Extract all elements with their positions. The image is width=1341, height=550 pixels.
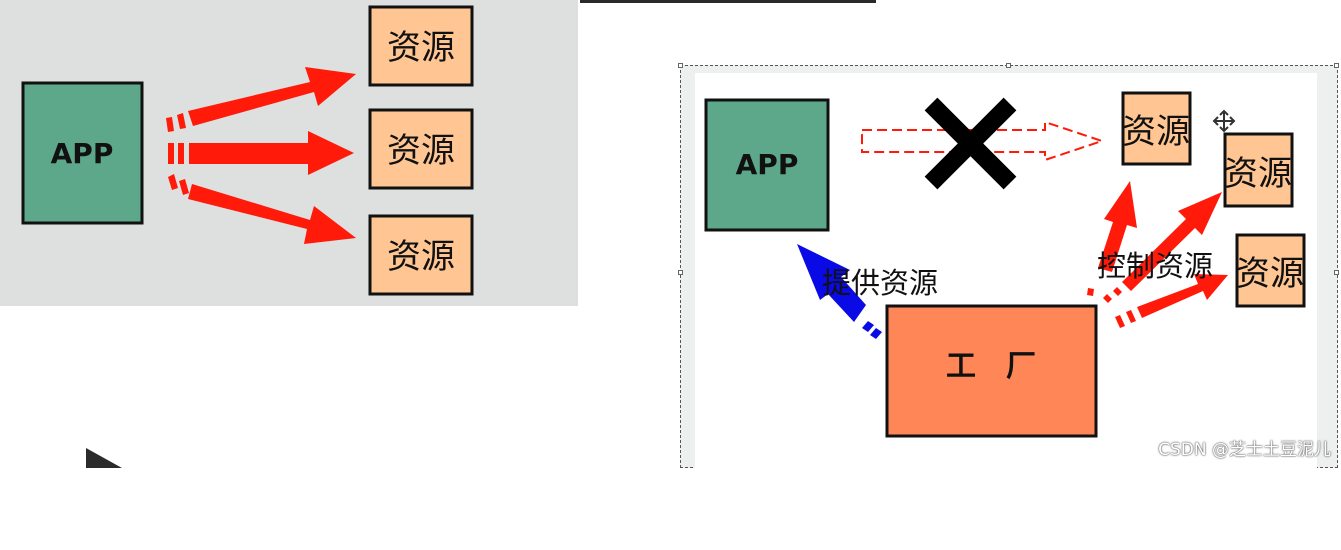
right-resource-box-1 [1121, 91, 1192, 166]
provide-blue-arrow [797, 244, 882, 339]
top-divider-bar [580, 0, 876, 3]
left-resource-box-1 [368, 5, 474, 87]
right-resource-label-1: 资源 [1122, 112, 1190, 152]
csdn-watermark: CSDN @芝士土豆泥儿 [1158, 440, 1331, 460]
right-app-label: APP [736, 148, 799, 181]
control-resources-label: 控制资源 [1097, 249, 1213, 283]
left-resource-box-2 [368, 108, 474, 190]
right-resource-label-3: 资源 [1236, 254, 1304, 294]
diagram-canvas: APP 资源 资源 资源 APP 资源 资源 资源 [21, 5, 1306, 468]
resize-handle-tc[interactable] [1006, 63, 1011, 68]
right-app-box [704, 98, 830, 232]
play-triangle-icon[interactable] [86, 448, 122, 468]
right-resource-label-2: 资源 [1224, 154, 1292, 194]
left-app-box [21, 81, 144, 225]
move-cursor-icon [1212, 109, 1236, 133]
left-resource-label-1: 资源 [387, 28, 455, 68]
resize-handle-ml[interactable] [678, 270, 683, 275]
left-resource-box-3 [368, 214, 474, 296]
right-resource-box-2 [1223, 132, 1294, 208]
left-arrow-up [166, 67, 356, 132]
factory-label: 工 厂 [946, 349, 1036, 384]
blocked-x-icon [924, 97, 1017, 190]
resize-handle-mr[interactable] [1334, 270, 1339, 275]
resize-handle-tl[interactable] [678, 63, 683, 68]
control-arrow-3 [1115, 274, 1228, 328]
left-resource-label-2: 资源 [387, 131, 455, 171]
factory-box [885, 304, 1098, 438]
resize-handle-tr[interactable] [1334, 63, 1339, 68]
right-resource-box-3 [1235, 233, 1306, 308]
left-resource-label-3: 资源 [387, 237, 455, 277]
blocked-dashed-arrow [861, 120, 1106, 162]
left-arrow-middle [168, 131, 354, 175]
left-app-label: APP [51, 137, 114, 170]
control-arrow-2 [1103, 192, 1222, 303]
left-arrow-down [168, 174, 356, 244]
control-arrow-1 [1087, 181, 1137, 296]
provide-resources-label: 提供资源 [822, 266, 938, 300]
